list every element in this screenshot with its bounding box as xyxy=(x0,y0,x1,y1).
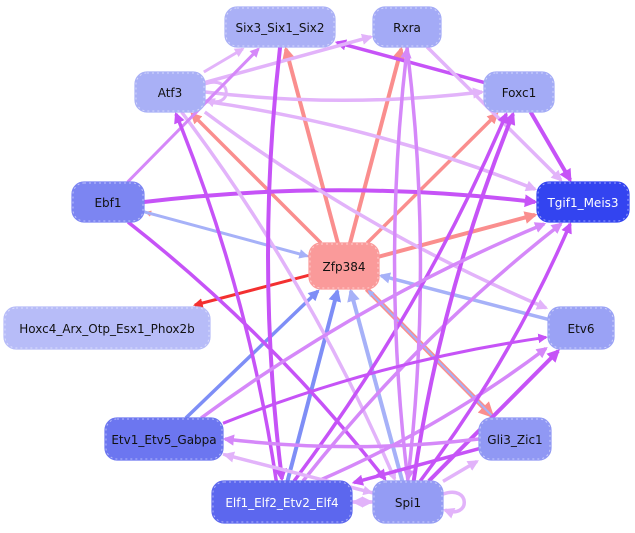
node-outline xyxy=(548,307,614,349)
edge-spi1-to-zfp384 xyxy=(347,288,405,482)
edge-rxra-to-spi1 xyxy=(403,46,423,482)
node-label: Ebf1 xyxy=(94,196,121,210)
edge-atf3-to-spi1 xyxy=(180,110,397,482)
node-label: Elf1_Elf2_Etv2_Elf4 xyxy=(225,496,338,510)
node-box[interactable] xyxy=(104,417,224,461)
node-six3[interactable]: Six3_Six1_Six2 xyxy=(224,6,336,48)
node-box[interactable] xyxy=(224,6,336,48)
edge-atf3-to-atf3 xyxy=(204,80,228,108)
node-box[interactable] xyxy=(547,306,615,350)
node-spi1[interactable]: Spi1 xyxy=(372,480,444,524)
edge-elf1-to-foxc1 xyxy=(292,111,508,483)
node-outline xyxy=(212,481,352,523)
node-outline xyxy=(72,182,144,222)
edges-layer xyxy=(126,33,572,519)
edge-spi1-to-rxra xyxy=(392,46,412,482)
node-box[interactable] xyxy=(372,6,442,48)
node-label: Zfp384 xyxy=(323,260,366,274)
edge-ebf1-to-spi1 xyxy=(126,220,387,481)
edge-atf3-to-foxc1 xyxy=(204,87,485,103)
node-foxc1[interactable]: Foxc1 xyxy=(483,71,555,113)
node-tgif1[interactable]: Tgif1_Meis3 xyxy=(536,181,630,223)
edge-spi1-to-gli3 xyxy=(442,459,479,483)
edge-atf3-to-six3 xyxy=(203,47,245,74)
edge-ebf1-to-tgif1 xyxy=(143,188,538,208)
node-label: Atf3 xyxy=(158,86,183,100)
node-elf1[interactable]: Elf1_Elf2_Etv2_Elf4 xyxy=(211,480,353,524)
node-outline xyxy=(373,481,443,523)
node-label: Foxc1 xyxy=(502,86,537,100)
edge-gli3-to-zfp384 xyxy=(367,290,495,419)
edge-atf3-to-etv6 xyxy=(203,110,549,310)
node-label: Six3_Six1_Six2 xyxy=(235,21,324,35)
node-box[interactable] xyxy=(372,480,444,524)
edge-spi1-to-foxc1 xyxy=(411,111,516,482)
node-label: Tgif1_Meis3 xyxy=(546,196,618,210)
edge-spi1-to-tgif1 xyxy=(418,221,572,483)
node-box[interactable] xyxy=(536,181,630,223)
node-atf3[interactable]: Atf3 xyxy=(134,71,206,113)
node-outline xyxy=(537,182,629,222)
edge-elf1-to-etv6 xyxy=(317,346,548,483)
edge-zfp384-to-rxra xyxy=(348,46,405,244)
edge-six3-to-elf1 xyxy=(266,46,287,482)
node-gli3[interactable]: Gli3_Zic1 xyxy=(478,417,552,461)
edge-foxc1-to-tgif1 xyxy=(528,110,572,183)
edge-etv1-to-etv6 xyxy=(222,333,548,425)
node-label: Hoxc4_Arx_Otp_Esx1_Phox2b xyxy=(19,322,195,336)
node-label: Spi1 xyxy=(395,496,421,510)
edge-spi1-to-etv6 xyxy=(427,349,560,483)
edge-ebf1-to-six3 xyxy=(126,47,260,184)
node-zfp384[interactable]: Zfp384 xyxy=(308,242,380,290)
node-rxra[interactable]: Rxra xyxy=(372,6,442,48)
node-outline xyxy=(4,307,210,349)
node-outline xyxy=(309,243,379,289)
node-label: Gli3_Zic1 xyxy=(487,433,542,447)
edge-atf3-to-tgif1 xyxy=(204,99,538,192)
node-label: Etv6 xyxy=(567,322,594,336)
edge-etv1-to-tgif1 xyxy=(200,222,547,420)
node-etv1[interactable]: Etv1_Etv5_Gabpa xyxy=(104,417,224,461)
node-box[interactable] xyxy=(483,71,555,113)
edge-ebf1-to-zfp384 xyxy=(143,210,309,259)
node-box[interactable] xyxy=(71,181,145,223)
node-outline xyxy=(105,418,223,460)
node-etv6[interactable]: Etv6 xyxy=(547,306,615,350)
edge-atf3-to-rxra xyxy=(204,33,374,85)
edge-elf1-to-tgif1 xyxy=(301,222,563,483)
node-label: Etv1_Etv5_Gabpa xyxy=(111,433,216,447)
node-box[interactable] xyxy=(478,417,552,461)
edge-elf1-to-zfp384 xyxy=(285,288,342,482)
node-label: Rxra xyxy=(393,21,421,35)
edge-spi1-to-spi1 xyxy=(442,490,466,519)
edge-rxra-to-tgif1 xyxy=(425,45,563,182)
node-outline xyxy=(484,72,554,112)
node-box[interactable] xyxy=(308,242,380,290)
edge-gli3-to-etv1 xyxy=(222,434,480,449)
edge-gli3-to-elf1 xyxy=(351,447,480,486)
edge-zfp384-to-hoxc4 xyxy=(193,273,310,308)
edge-etv1-to-spi1 xyxy=(222,452,373,496)
node-hoxc4[interactable]: Hoxc4_Arx_Otp_Esx1_Phox2b xyxy=(3,306,211,350)
node-outline xyxy=(135,72,205,112)
node-box[interactable] xyxy=(3,306,211,350)
edge-elf1-to-atf3 xyxy=(174,111,278,482)
node-box[interactable] xyxy=(211,480,353,524)
node-ebf1[interactable]: Ebf1 xyxy=(71,181,145,223)
node-outline xyxy=(225,7,335,47)
node-box[interactable] xyxy=(134,71,206,113)
edge-zfp384-to-tgif1 xyxy=(378,211,538,259)
edge-zfp384-to-atf3 xyxy=(190,112,323,245)
edge-zfp384-to-six3 xyxy=(282,46,340,244)
node-outline xyxy=(373,7,441,47)
